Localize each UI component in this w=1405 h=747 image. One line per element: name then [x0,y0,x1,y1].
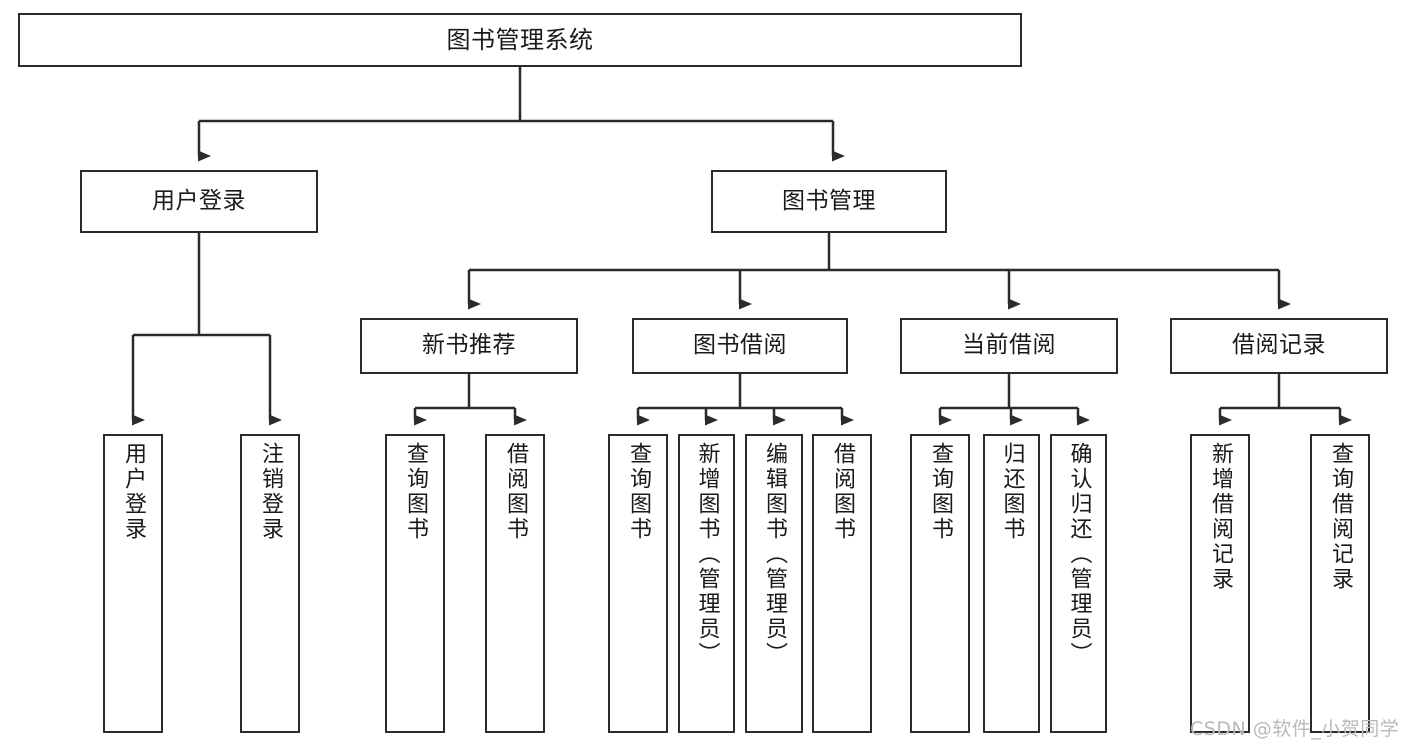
leaf-query-book-borrow-label: 查询图书 [626,442,651,542]
node-book-borrow[interactable]: 图书借阅 [632,318,848,374]
leaf-edit-book-admin-label: 编辑图书（管理员） [762,442,787,667]
leaf-add-borrow-record-label: 新增借阅记录 [1208,442,1233,592]
node-user-login-label: 用户登录 [152,187,246,214]
leaf-query-book-current-label: 查询图书 [928,442,953,542]
node-borrow-record-label: 借阅记录 [1232,332,1326,359]
node-current-borrow[interactable]: 当前借阅 [900,318,1118,374]
leaf-edit-book-admin[interactable]: 编辑图书（管理员） [745,434,803,733]
node-current-borrow-label: 当前借阅 [962,332,1056,359]
leaf-return-book-label: 归还图书 [999,442,1025,542]
leaf-add-book-admin[interactable]: 新增图书（管理员） [678,434,735,733]
leaf-borrow-book[interactable]: 借阅图书 [812,434,872,733]
node-book-borrow-label: 图书借阅 [693,332,787,359]
leaf-query-borrow-record-label: 查询借阅记录 [1328,442,1353,592]
csdn-watermark: CSDN @软件_小贺同学 [1190,718,1400,740]
leaf-confirm-return-admin-label: 确认归还（管理员） [1066,442,1092,667]
leaf-query-book-borrow[interactable]: 查询图书 [608,434,668,733]
leaf-borrow-book-label: 借阅图书 [830,442,855,542]
leaf-query-book-current[interactable]: 查询图书 [910,434,970,733]
leaf-user-login-label: 用户登录 [121,442,146,542]
node-root-label: 图书管理系统 [446,25,594,54]
leaf-add-book-admin-label: 新增图书（管理员） [694,442,720,667]
node-new-book-recommend-label: 新书推荐 [422,332,516,359]
leaf-borrow-book-newbook-label: 借阅图书 [503,442,528,542]
node-user-login[interactable]: 用户登录 [80,170,318,233]
leaf-query-book-newbook[interactable]: 查询图书 [385,434,445,733]
node-book-management[interactable]: 图书管理 [711,170,947,233]
node-book-management-label: 图书管理 [782,187,876,214]
node-new-book-recommend[interactable]: 新书推荐 [360,318,578,374]
leaf-query-book-newbook-label: 查询图书 [403,442,428,542]
leaf-return-book[interactable]: 归还图书 [983,434,1040,733]
leaf-logout[interactable]: 注销登录 [240,434,300,733]
node-borrow-record[interactable]: 借阅记录 [1170,318,1388,374]
leaf-logout-label: 注销登录 [258,442,283,542]
node-root[interactable]: 图书管理系统 [18,13,1022,67]
leaf-query-borrow-record[interactable]: 查询借阅记录 [1310,434,1370,733]
leaf-user-login[interactable]: 用户登录 [103,434,163,733]
leaf-confirm-return-admin[interactable]: 确认归还（管理员） [1050,434,1107,733]
leaf-add-borrow-record[interactable]: 新增借阅记录 [1190,434,1250,733]
leaf-borrow-book-newbook[interactable]: 借阅图书 [485,434,545,733]
